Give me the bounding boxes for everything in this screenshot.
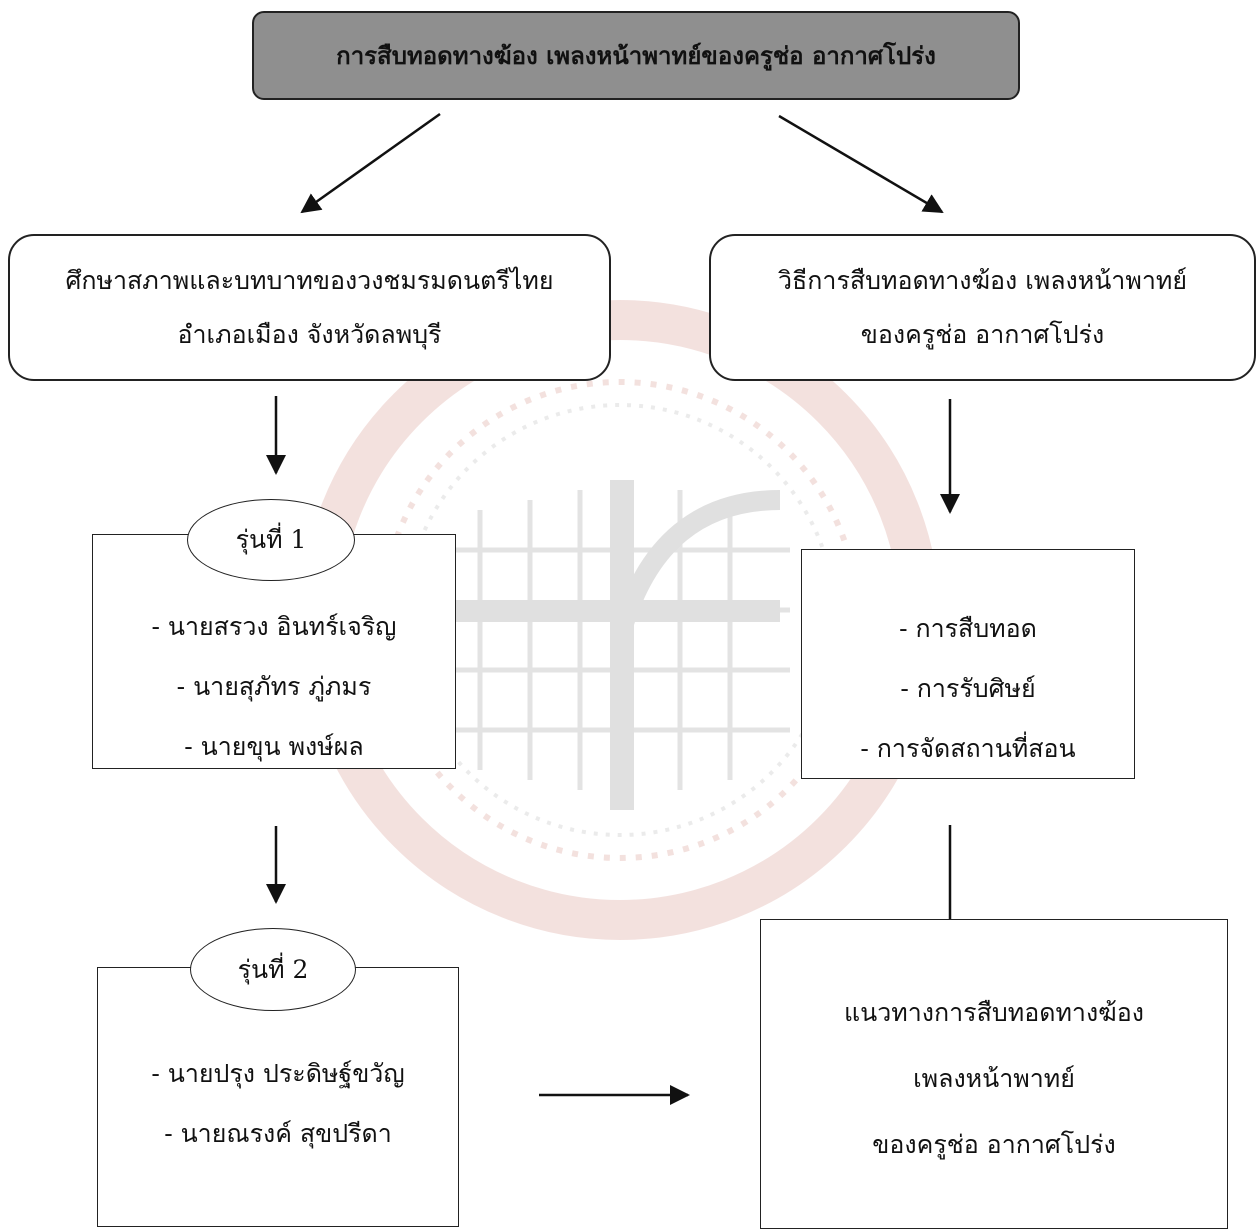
member-item: - นายสุภัทร ภู่ภมร xyxy=(176,672,372,701)
generation-2-badge: รุ่นที่ 2 xyxy=(190,928,356,1011)
guideline-box: แนวทางการสืบทอดทางฆ้อง เพลงหน้าพาทย์ ของ… xyxy=(760,919,1228,1229)
member-item: - นายณรงค์ สุขปรีดา xyxy=(164,1119,392,1148)
generation-2-label: รุ่นที่ 2 xyxy=(237,954,309,984)
arrow-title-to-left xyxy=(300,112,441,214)
member-item: - นายปรุง ประดิษฐ์ขวัญ xyxy=(151,1059,405,1088)
method-list-item: - การจัดสถานที่สอน xyxy=(860,734,1076,763)
method-list-box: - การสืบทอด - การรับศิษย์ - การจัดสถานที… xyxy=(801,549,1135,779)
member-item: - นายสรวง อินทร์เจริญ xyxy=(151,612,397,641)
guideline-line-3: ของครูช่อ อากาศโปร่ง xyxy=(872,1130,1116,1159)
method-line-1: วิธีการสืบทอดทางฆ้อง เพลงหน้าพาทย์ xyxy=(777,265,1187,295)
study-line-2: อำเภอเมือง จังหวัดลพบุรี xyxy=(177,319,442,349)
method-list-items: - การสืบทอด - การรับศิษย์ - การจัดสถานที… xyxy=(802,599,1134,779)
arrow-title-to-right xyxy=(778,114,944,214)
method-list-item: - การรับศิษย์ xyxy=(900,674,1036,703)
method-line-2: ของครูช่อ อากาศโปร่ง xyxy=(860,319,1105,349)
title-box: การสืบทอดทางฆ้อง เพลงหน้าพาทย์ของครูช่อ … xyxy=(252,11,1020,100)
study-line-1: ศึกษาสภาพและบทบาทของวงชมรมดนตรีไทย xyxy=(65,265,554,295)
guideline-line-1: แนวทางการสืบทอดทางฆ้อง xyxy=(844,998,1144,1027)
generation-1-badge: รุ่นที่ 1 xyxy=(187,499,355,581)
member-item: - นายขุน พงษ์ผล xyxy=(184,732,364,761)
title-text: การสืบทอดทางฆ้อง เพลงหน้าพาทย์ของครูช่อ … xyxy=(336,41,936,70)
method-list-item: - การสืบทอด xyxy=(899,614,1037,643)
generation-2-members: - นายปรุง ประดิษฐ์ขวัญ - นายณรงค์ สุขปรี… xyxy=(98,1044,458,1164)
generation-1-label: รุ่นที่ 1 xyxy=(235,525,307,554)
study-box: ศึกษาสภาพและบทบาทของวงชมรมดนตรีไทย อำเภอ… xyxy=(8,234,611,381)
method-box: วิธีการสืบทอดทางฆ้อง เพลงหน้าพาทย์ ของคร… xyxy=(709,234,1256,381)
generation-1-members: - นายสรวง อินทร์เจริญ - นายสุภัทร ภู่ภมร… xyxy=(93,597,455,777)
guideline-line-2: เพลงหน้าพาทย์ xyxy=(913,1064,1075,1093)
